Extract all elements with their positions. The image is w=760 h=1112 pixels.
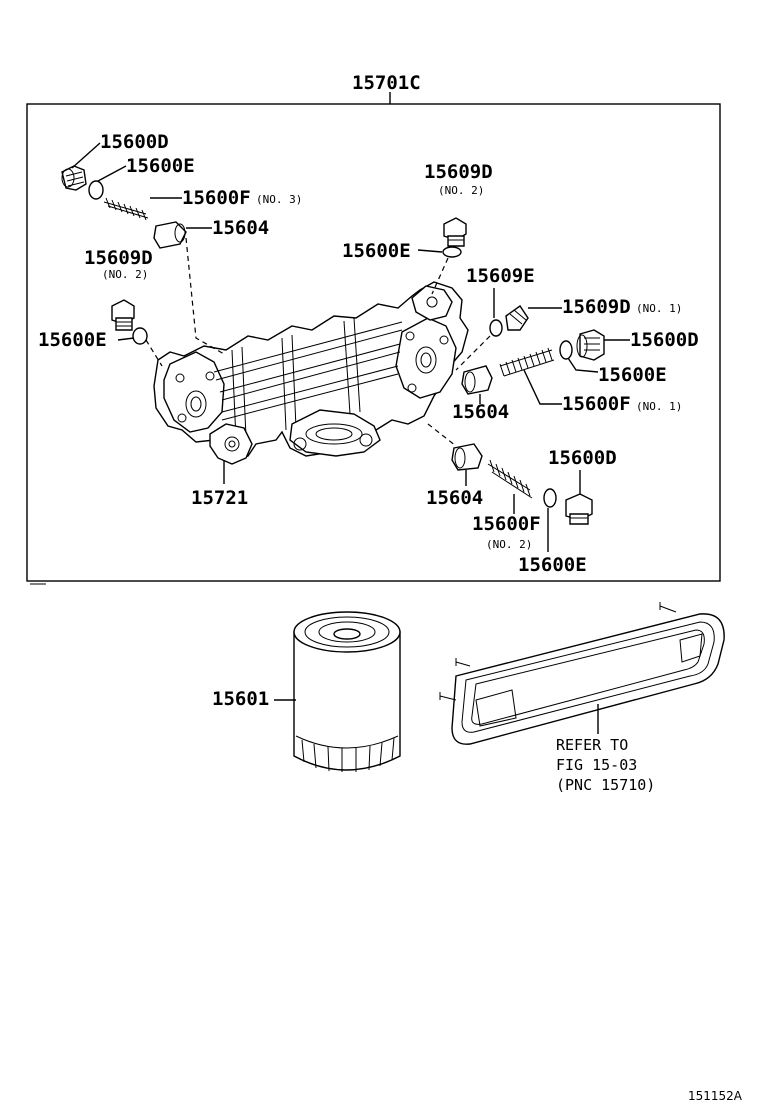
label-plug-bottom-right: 15600D: [548, 447, 617, 469]
label-gasket-top-center: 15600E: [342, 240, 411, 262]
assembly-label: 15701C: [352, 72, 421, 94]
valve-bottom: [451, 443, 483, 471]
gasket-right-upper: [489, 319, 503, 337]
label-gasket-right: 15600E: [598, 364, 667, 386]
oil-filter: [293, 611, 401, 772]
label-plug-top-center-sub: (NO. 2): [438, 184, 484, 197]
label-plug-left: 15609D: [84, 247, 153, 269]
spring-no1: [499, 347, 555, 377]
label-spring-no2: 15600F: [472, 513, 541, 535]
bracket-15721: [209, 423, 253, 465]
label-plug-top-left: 15600D: [100, 131, 169, 153]
plug-right: [576, 329, 605, 361]
label-valve-top-left: 15604: [212, 217, 269, 239]
refer-note-line1: REFER TO: [556, 736, 628, 754]
label-spring-no3-sub: (NO. 3): [256, 193, 302, 206]
label-gasket-bottom: 15600E: [518, 554, 587, 576]
gasket-top-center: [442, 246, 462, 258]
plug-top-left: [61, 165, 87, 191]
label-bracket: 15721: [191, 487, 248, 509]
label-plug-right-no1: 15609D: [562, 296, 631, 318]
label-spring-no2-sub: (NO. 2): [486, 538, 532, 551]
gasket-top-left: [88, 180, 104, 200]
assembly-frame: [26, 103, 721, 582]
plug-right-no1: [505, 305, 529, 331]
spring-no2: [487, 459, 533, 499]
label-spring-no3: 15600F: [182, 187, 251, 209]
plug-bottom-right: [565, 493, 593, 525]
label-spring-no1: 15600F: [562, 393, 631, 415]
refer-note-line3: (PNC 15710): [556, 776, 655, 794]
label-plug-left-sub: (NO. 2): [102, 268, 148, 281]
figure-code: 151152A: [688, 1089, 743, 1103]
label-spring-no1-sub: (NO. 1): [636, 400, 682, 413]
gasket-bottom: [543, 488, 557, 508]
plug-left: [111, 299, 135, 331]
label-plug-top-center: 15609D: [424, 161, 493, 183]
cooler-plate: [439, 602, 725, 745]
label-gasket-top-left: 15600E: [126, 155, 195, 177]
label-gasket-right-upper: 15609E: [466, 265, 535, 287]
label-valve-bottom: 15604: [426, 487, 483, 509]
label-plug-right-no1-sub: (NO. 1): [636, 302, 682, 315]
label-plug-right: 15600D: [630, 329, 699, 351]
label-oil-filter: 15601: [212, 688, 269, 710]
label-gasket-left: 15600E: [38, 329, 107, 351]
valve-right: [461, 365, 493, 395]
label-valve-right: 15604: [452, 401, 509, 423]
valve-top-left: [153, 221, 187, 249]
plug-top-center: [443, 217, 467, 247]
refer-note-line2: FIG 15-03: [556, 756, 637, 774]
gasket-left: [132, 327, 148, 345]
cooler-housing: [153, 281, 469, 461]
spring-no3: [103, 197, 149, 221]
gasket-right: [559, 340, 573, 360]
